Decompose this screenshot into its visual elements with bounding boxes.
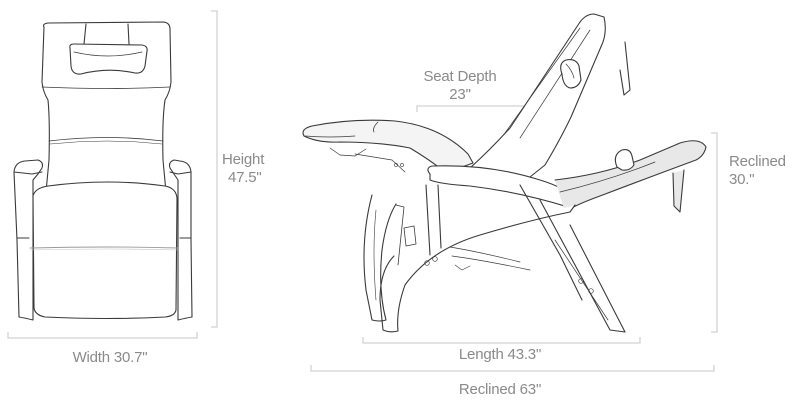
height-label-title: Height	[222, 151, 265, 168]
reclined-height-label: Reclined 30."	[729, 153, 786, 189]
seat-depth-label-title: Seat Depth	[423, 68, 497, 85]
reclined-height-label-value: 30."	[729, 171, 755, 188]
height-dimension-line	[211, 10, 218, 328]
height-label: Height 47.5"	[222, 151, 264, 187]
reclined-length-label: Reclined 63"	[458, 381, 542, 398]
seat-depth-label: Seat Depth 23"	[410, 68, 510, 104]
seat-depth-label-value: 23"	[449, 86, 471, 103]
reclined-height-dimension-line	[711, 132, 718, 333]
seat-depth-dimension-line	[416, 105, 528, 112]
reclined-height-label-title: Reclined	[729, 153, 786, 170]
height-label-value: 47.5"	[228, 169, 262, 186]
reclined-length-dimension-line	[310, 365, 715, 372]
side-view-chair	[302, 13, 707, 333]
length-dimension-line	[362, 337, 641, 344]
front-view-chair	[13, 21, 193, 321]
dimension-lines	[7, 10, 718, 372]
width-label: Width 30.7"	[72, 349, 148, 366]
width-dimension-line	[7, 332, 198, 339]
length-label: Length 43.3"	[458, 346, 542, 363]
